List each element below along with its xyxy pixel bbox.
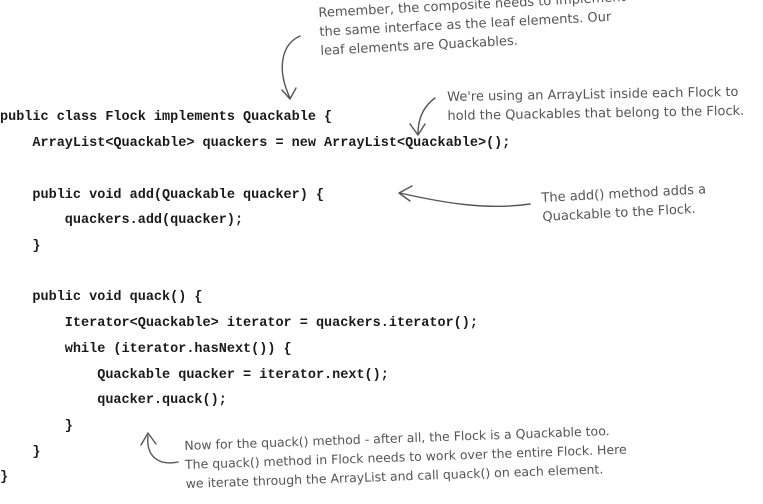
code-line-quack-close-brace: } bbox=[0, 445, 41, 460]
code-line-add-signature: public void add(Quackable quacker) { bbox=[0, 188, 325, 203]
code-line-arraylist-field: ArrayList<Quackable> quackers = new Arra… bbox=[0, 136, 511, 151]
code-line-while-close-brace: } bbox=[0, 419, 73, 434]
arraylist-arrow-icon bbox=[409, 97, 436, 136]
code-line-add-close-brace: } bbox=[0, 239, 41, 254]
code-line-iterator: Iterator<Quackable> iterator = quackers.… bbox=[0, 316, 478, 331]
quack-method-arrow-icon bbox=[140, 432, 179, 464]
code-line-while: while (iterator.hasNext()) { bbox=[0, 342, 292, 357]
code-line-next-quacker: Quackable quacker = iterator.next(); bbox=[0, 368, 389, 383]
code-line-quacker-quack: quacker.quack(); bbox=[0, 393, 227, 408]
code-line-class-close-brace: } bbox=[0, 470, 9, 485]
composite-arrow-icon bbox=[281, 35, 301, 100]
code-line-class-declaration: public class Flock implements Quackable … bbox=[0, 110, 333, 125]
add-method-arrow-icon bbox=[398, 185, 531, 208]
code-line-add-body: quackers.add(quacker); bbox=[0, 213, 244, 228]
code-line-quack-signature: public void quack() { bbox=[0, 290, 203, 305]
